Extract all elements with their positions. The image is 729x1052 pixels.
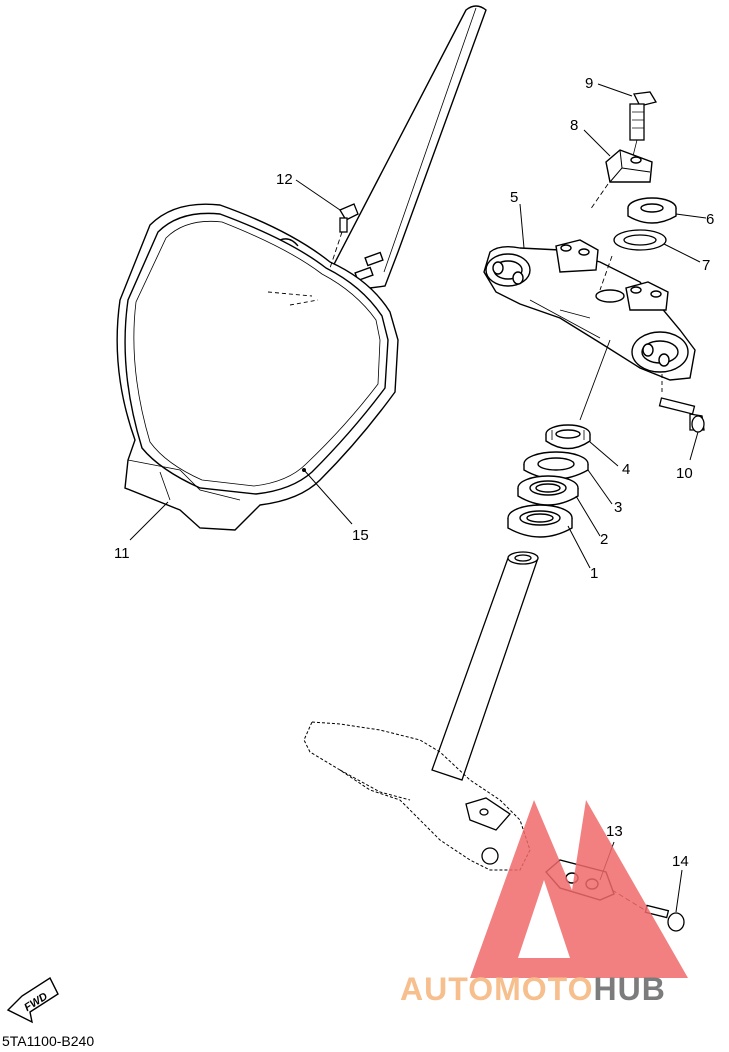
- callout-15: 15: [352, 527, 369, 544]
- bolt-9: [629, 91, 658, 161]
- upper-bracket-5: [483, 239, 696, 421]
- pointer-dot-15: [302, 468, 306, 472]
- watermark-text-automoto: AUTOMOTO: [400, 971, 593, 1007]
- callout-10: 10: [676, 465, 693, 482]
- callout-8: 8: [570, 117, 578, 134]
- svg-text:AUTOMOTOHUB: AUTOMOTOHUB: [400, 971, 666, 1007]
- callout-12: 12: [276, 171, 293, 188]
- watermark-text-hub: HUB: [593, 971, 665, 1007]
- ring-nut-4: [545, 424, 591, 450]
- callout-2: 2: [600, 531, 608, 548]
- callout-13: 13: [606, 823, 623, 840]
- watermark-triangle-mark: [470, 800, 688, 978]
- stem-boss: [465, 797, 511, 865]
- callout-4: 4: [622, 461, 630, 478]
- callout-3: 3: [614, 499, 622, 516]
- callout-5: 5: [510, 189, 518, 206]
- handlebar-holder-8: [589, 149, 653, 211]
- watermark-logo: AUTOMOTOHUB: [400, 800, 688, 1007]
- bolt-10: [658, 374, 705, 433]
- bearing-2: [517, 475, 579, 506]
- callout-labels: 9 8 5 6 7 12 4 10 3 2 1 11 15 13 14: [114, 75, 714, 870]
- number-plate: [116, 5, 487, 531]
- callout-9: 9: [585, 75, 593, 92]
- drawing-code: 5TA1100-B240: [2, 1033, 94, 1049]
- callout-6: 6: [706, 211, 714, 228]
- seal-3: [523, 451, 589, 480]
- bearing-1: [507, 504, 573, 538]
- washer-7: [613, 229, 667, 251]
- callout-14: 14: [672, 853, 689, 870]
- nut-6: [627, 197, 677, 224]
- fwd-direction-badge: FWD: [6, 976, 59, 1024]
- callout-11: 11: [114, 545, 130, 562]
- fwd-arrow-icon: [6, 976, 59, 1024]
- lower-bracket: [303, 721, 531, 871]
- callout-1: 1: [590, 565, 598, 582]
- steering-stem: [431, 551, 539, 781]
- screw-12: [329, 203, 359, 269]
- callout-7: 7: [702, 257, 710, 274]
